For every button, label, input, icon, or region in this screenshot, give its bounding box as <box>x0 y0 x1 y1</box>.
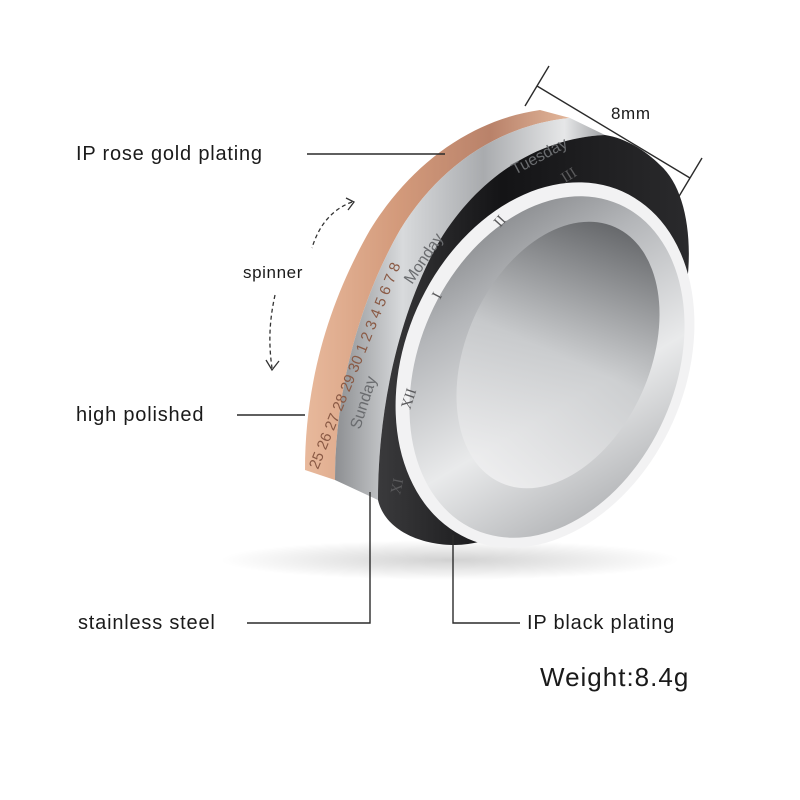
dimension-line <box>536 85 691 179</box>
ring-inner-depth <box>456 221 660 489</box>
leader-lines <box>237 65 703 624</box>
label-rose-gold-plating: IP rose gold plating <box>76 143 263 165</box>
rose-gold-band <box>305 110 570 480</box>
dimension-tick-left <box>524 65 550 107</box>
dimension-tick-right <box>677 157 703 199</box>
spinner-arrow <box>265 197 355 372</box>
roman-iii: III <box>559 165 580 187</box>
label-ip-black-plating: IP black plating <box>527 612 676 634</box>
label-stainless-steel: stainless steel <box>78 612 216 634</box>
roman-xi: XI <box>388 477 407 496</box>
label-high-polished: high polished <box>76 404 205 426</box>
leader-stainless <box>247 492 371 624</box>
label-weight: Weight:8.4g <box>540 662 690 692</box>
stainless-steel-band <box>335 118 605 500</box>
roman-i: I <box>429 290 445 302</box>
ring-shadow <box>220 540 680 580</box>
label-spinner: spinner <box>243 263 303 282</box>
label-width: 8mm <box>611 104 651 123</box>
leader-black <box>452 535 520 624</box>
roman-xii: XII <box>399 386 421 411</box>
